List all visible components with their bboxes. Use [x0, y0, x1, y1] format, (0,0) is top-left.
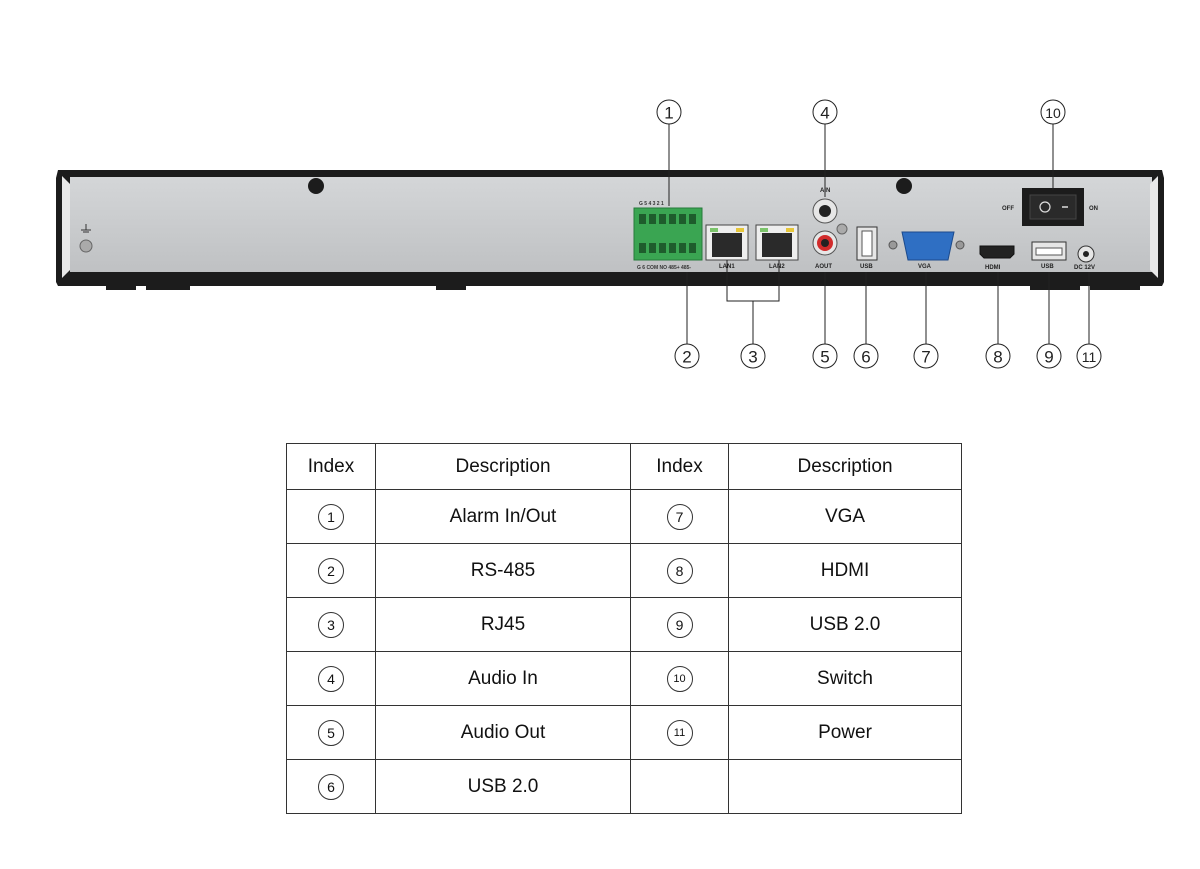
index-badge: 9	[666, 611, 693, 638]
index-badge: 1	[318, 503, 344, 530]
vga-port	[901, 231, 955, 261]
description-cell: Power	[728, 705, 962, 760]
empty-index-cell	[630, 759, 729, 814]
table-header-row: Index Description Index Description	[286, 443, 962, 490]
header-index-1: Index	[286, 443, 376, 490]
table-row: 2 RS-485 8 HDMI	[286, 543, 962, 598]
vga-screw-left	[888, 240, 898, 250]
header-description-1: Description	[375, 443, 631, 490]
callout-8: 8	[993, 348, 1002, 367]
index-badge: 5	[318, 719, 344, 746]
description-cell: RJ45	[375, 597, 631, 652]
empty-description-cell	[728, 759, 962, 814]
hdmi-port	[979, 245, 1015, 259]
dc-power-jack	[1077, 245, 1095, 263]
callout-3: 3	[748, 348, 757, 367]
interface-table: Index Description Index Description 1 Al…	[286, 443, 962, 814]
terminal-top-label: G 5 4 3 2 1	[639, 201, 664, 207]
description-cell: Audio Out	[375, 705, 631, 760]
callout-11: 11	[1082, 349, 1097, 365]
callout-4: 4	[820, 104, 829, 123]
table-row: 4 Audio In 10 Switch	[286, 651, 962, 706]
power-switch	[1022, 188, 1084, 226]
lan2-port	[755, 224, 799, 261]
lan2-label: LAN2	[769, 264, 785, 270]
index-badge: 10	[666, 665, 693, 692]
audio-screw	[836, 223, 848, 235]
callout-1: 1	[664, 104, 673, 123]
vga-screw-right	[955, 240, 965, 250]
description-cell: Alarm In/Out	[375, 489, 631, 544]
header-index-2: Index	[630, 443, 729, 490]
usb-port-right	[1031, 241, 1067, 261]
header-description-2: Description	[728, 443, 962, 490]
ground-icon	[81, 224, 91, 233]
table-row: 1 Alarm In/Out 7 VGA	[286, 489, 962, 544]
index-badge: 8	[666, 557, 693, 584]
callout-2: 2	[682, 348, 691, 367]
audio-in-jack	[812, 198, 838, 224]
screw-right	[896, 178, 912, 194]
index-badge: 4	[318, 665, 344, 692]
terminal-bottom-label: G 6 COM NO 485+ 485-	[637, 265, 691, 271]
nvr-rear-panel-diagram: G 5 4 3 2 1 G 6 COM NO 485+ 485- LAN1 LA…	[56, 99, 1164, 369]
dc-label: DC 12V	[1074, 265, 1095, 271]
table-row: 6 USB 2.0	[286, 759, 962, 814]
usb-rear-label: USB	[860, 264, 873, 270]
aout-label: AOUT	[815, 264, 832, 270]
ground-screw	[79, 239, 93, 253]
usb-port-rear	[856, 226, 878, 261]
callout-circles	[656, 99, 1102, 369]
callout-7: 7	[921, 348, 930, 367]
description-cell: VGA	[728, 489, 962, 544]
index-badge: 2	[318, 557, 344, 584]
lan1-port	[705, 224, 749, 261]
callout-6: 6	[861, 348, 870, 367]
callout-5: 5	[820, 348, 829, 367]
audio-out-jack	[812, 230, 838, 256]
vga-label: VGA	[918, 264, 932, 270]
index-badge: 11	[666, 719, 693, 746]
callout-10: 10	[1045, 105, 1061, 121]
usb-right-label: USB	[1041, 264, 1054, 270]
callout-lines	[668, 124, 1090, 344]
description-cell: USB 2.0	[728, 597, 962, 652]
hdmi-label: HDMI	[985, 265, 1001, 271]
chassis	[56, 170, 1164, 290]
switch-off-label: OFF	[1002, 206, 1014, 212]
switch-on-label: ON	[1089, 206, 1098, 212]
index-badge: 6	[318, 773, 344, 800]
description-cell: Audio In	[375, 651, 631, 706]
index-badge: 7	[666, 503, 693, 530]
index-badge: 3	[318, 611, 344, 638]
description-cell: RS-485	[375, 543, 631, 598]
description-cell: Switch	[728, 651, 962, 706]
callout-9: 9	[1044, 348, 1053, 367]
description-cell: USB 2.0	[375, 759, 631, 814]
alarm-terminal-block: G 5 4 3 2 1 G 6 COM NO 485+ 485-	[633, 201, 703, 271]
screw-left	[308, 178, 324, 194]
table-row: 3 RJ45 9 USB 2.0	[286, 597, 962, 652]
description-cell: HDMI	[728, 543, 962, 598]
table-row: 5 Audio Out 11 Power	[286, 705, 962, 760]
